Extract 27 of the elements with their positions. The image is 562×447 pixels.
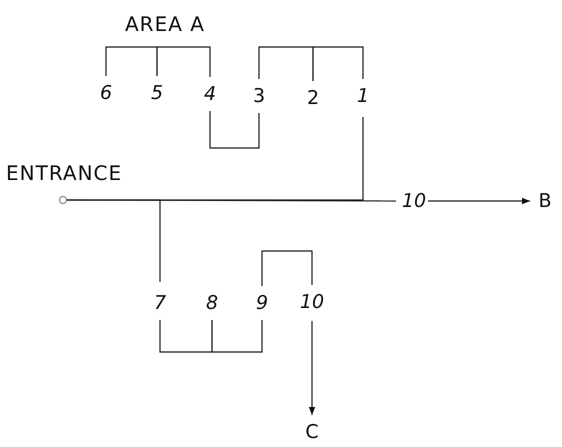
number-label: 6 xyxy=(100,84,112,102)
connector-line xyxy=(209,111,260,149)
arrow xyxy=(428,198,530,204)
number-label: 3 xyxy=(252,86,266,106)
number-label: 5 xyxy=(150,84,164,102)
number-label: C xyxy=(305,422,319,442)
number-label: 10 xyxy=(300,292,324,312)
area-heading: AREA A xyxy=(125,14,205,34)
entrance-label: ENTRANCE xyxy=(6,163,122,183)
connector-line xyxy=(258,46,314,81)
connector-line xyxy=(312,46,364,81)
number-label: 10 xyxy=(402,192,426,210)
connector-line xyxy=(105,46,158,76)
connector-line xyxy=(261,250,313,286)
arrow xyxy=(308,321,316,415)
number-label: 9 xyxy=(256,294,268,312)
connector-line xyxy=(156,46,211,77)
number-label: 7 xyxy=(154,294,166,312)
connector-line xyxy=(67,199,161,282)
number-label: 4 xyxy=(204,84,216,104)
circle-marker xyxy=(59,196,67,204)
connector-line xyxy=(159,320,213,353)
connector-line xyxy=(211,320,263,353)
number-label: 2 xyxy=(306,88,320,108)
number-label: 8 xyxy=(206,294,218,312)
number-label: 1 xyxy=(356,86,370,106)
number-label: B xyxy=(538,192,552,210)
